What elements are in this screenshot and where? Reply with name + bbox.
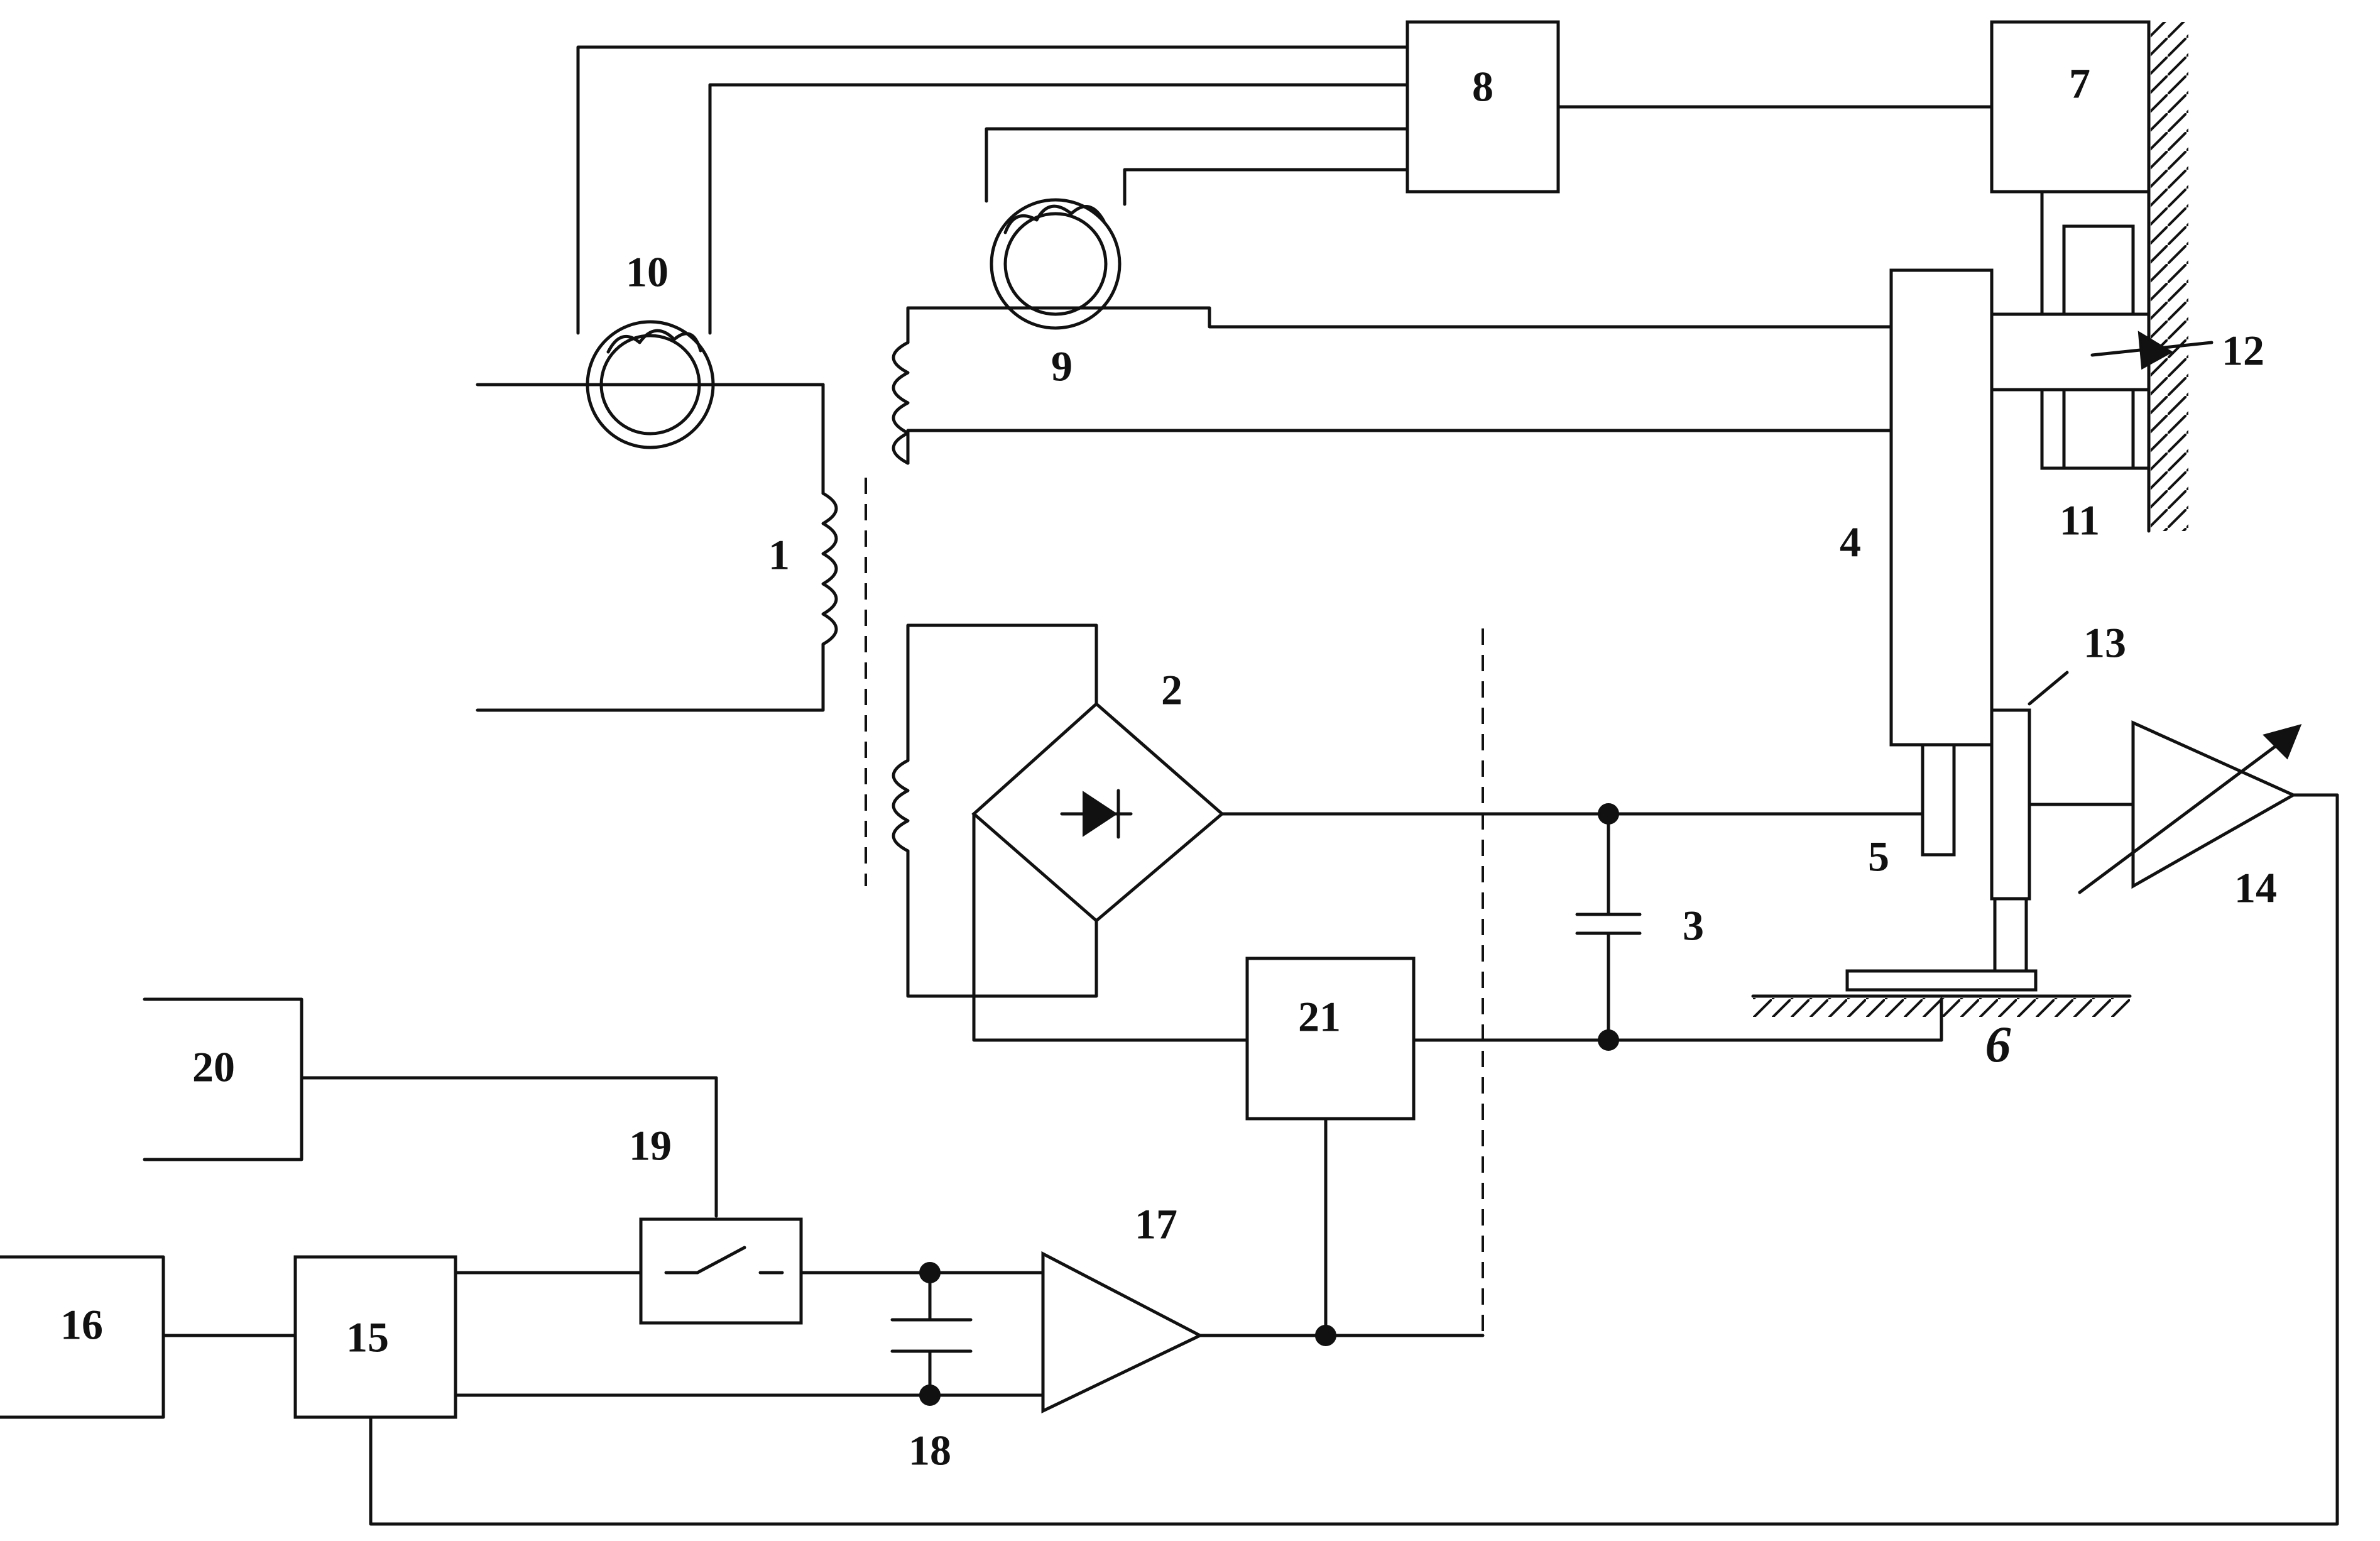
label-21: 21 [1298, 993, 1341, 1041]
amplifier-14 [2078, 720, 2302, 894]
label-7: 7 [2069, 60, 2090, 107]
label-6: 6 [1985, 1016, 2011, 1073]
block-7 [1990, 20, 2151, 194]
label-10: 10 [626, 248, 669, 296]
block-15 [293, 1255, 457, 1419]
label-4: 4 [1840, 518, 1861, 566]
label-1: 1 [768, 531, 790, 579]
junction-dots [919, 803, 1619, 1406]
label-17: 17 [1135, 1200, 1177, 1248]
amplifier-17 [1041, 1251, 1204, 1413]
rectifier-circuit [892, 623, 1943, 1042]
rectifier-bridge-2 [971, 701, 1225, 923]
label-2: 2 [1161, 666, 1182, 714]
block-8 [1406, 20, 1560, 194]
label-13: 13 [2083, 619, 2126, 667]
block-16 [0, 1255, 165, 1419]
label-9: 9 [1051, 343, 1073, 390]
label-8: 8 [1472, 63, 1493, 111]
welding-head [1751, 20, 2214, 1042]
capacitor-3 [1575, 913, 1642, 935]
primary-circuit [476, 383, 838, 712]
welding-winding-circuit [892, 306, 1893, 465]
label-20: 20 [192, 1043, 235, 1091]
capacitor-18 [890, 1318, 973, 1353]
control-wiring [576, 45, 1994, 335]
switch-19 [639, 1217, 803, 1325]
reference-numerals: 1 2 3 4 5 6 7 8 9 10 11 12 13 14 15 16 1… [60, 60, 2277, 1474]
label-15: 15 [346, 1313, 389, 1361]
block-21 [1245, 957, 1416, 1121]
label-11: 11 [2060, 496, 2100, 544]
current-transformer-9 [990, 198, 1122, 330]
label-18: 18 [909, 1427, 951, 1474]
label-19: 19 [629, 1122, 672, 1170]
lower-control-circuit [161, 793, 2339, 1526]
current-transformer-10 [586, 320, 715, 449]
label-3: 3 [1683, 902, 1704, 950]
label-16: 16 [60, 1301, 103, 1349]
label-12: 12 [2222, 327, 2264, 375]
label-14: 14 [2234, 864, 2277, 912]
block-20 [143, 997, 303, 1161]
label-5: 5 [1868, 833, 1889, 880]
